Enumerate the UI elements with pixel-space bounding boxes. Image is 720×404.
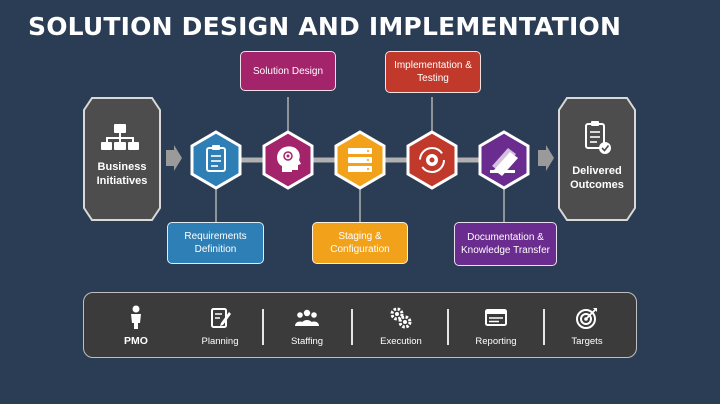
bottom-bar: PMO Planning Staffing Execution [83,292,637,358]
bottom-item-planning: Planning [172,293,268,357]
bottom-label-planning: Planning [201,336,239,347]
start-label: Business Initiatives [96,161,148,187]
bottom-label-targets: Targets [571,336,603,347]
label-requirements-definition: Requirements Definition [167,222,264,264]
label-implementation-testing: Implementation & Testing [385,51,481,93]
checklist-clipboard-icon [585,121,611,154]
end-shape [558,97,636,221]
end-arrow [538,145,554,171]
step-hexagon-documentation [478,130,530,190]
bottom-item-execution: Execution [353,293,449,357]
end-label: Delivered Outcomes [570,165,624,191]
team-icon [295,309,319,326]
page-title: SOLUTION DESIGN AND IMPLEMENTATION [28,12,622,41]
divider [447,309,449,345]
step-hexagon-implementation [406,130,458,190]
target-icon [576,308,597,329]
documents-icon [490,148,518,176]
org-chart-icon [101,124,139,150]
bottom-item-pmo: PMO [88,293,184,357]
notepad-pen-icon [211,308,231,328]
clipboard-list-icon [206,145,226,172]
bottom-item-reporting: Reporting [448,293,544,357]
label-documentation-knowledge-transfer: Documentation & Knowledge Transfer [454,222,557,266]
step-hexagon-staging [334,130,386,190]
label-solution-design: Solution Design [240,51,336,91]
bottom-label-reporting: Reporting [475,336,517,347]
gears-icon [390,307,412,329]
report-screen-icon [485,309,507,326]
divider [351,309,353,345]
bottom-label-staffing: Staffing [290,336,324,347]
bottom-item-targets: Targets [539,293,635,357]
person-icon [131,305,141,329]
server-stack-icon [348,148,372,172]
start-arrow [166,145,182,171]
head-brain-icon [277,146,301,172]
gear-cycle-icon [419,147,445,173]
step-hexagon-requirements [190,130,242,190]
step-hexagon-solution-design [262,130,314,190]
label-staging-configuration: Staging & Configuration [312,222,408,264]
divider [543,309,545,345]
bottom-label-execution: Execution [380,336,422,347]
bottom-item-staffing: Staffing [259,293,355,357]
divider [262,309,264,345]
start-shape [83,97,161,221]
bottom-label-pmo: PMO [124,335,148,347]
